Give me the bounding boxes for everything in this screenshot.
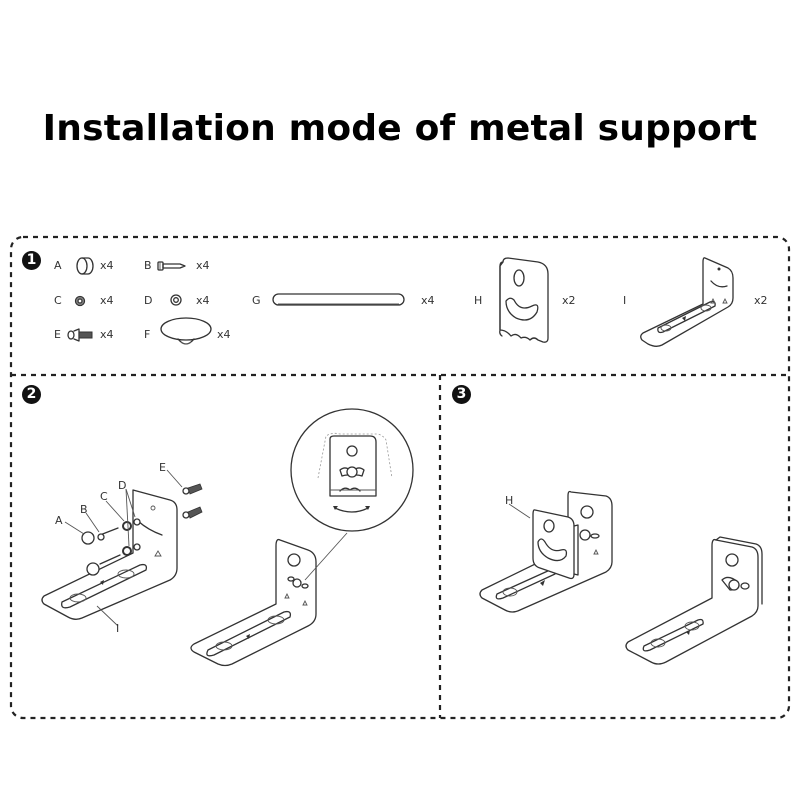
part-d-label: D bbox=[144, 294, 153, 307]
step-1-badge: 1 bbox=[22, 251, 41, 270]
part-d-qty: x4 bbox=[196, 294, 210, 307]
part-b-icon bbox=[157, 261, 186, 271]
part-h-label: H bbox=[474, 294, 483, 307]
step2-assembled-bracket bbox=[190, 538, 317, 667]
part-i-label: I bbox=[623, 294, 627, 307]
step2-callout-d: D bbox=[118, 479, 127, 492]
part-g-icon bbox=[272, 293, 405, 306]
part-a-qty: x4 bbox=[100, 259, 114, 272]
part-d-icon bbox=[170, 294, 182, 306]
part-i-icon bbox=[640, 257, 734, 347]
step2-callout-c: C bbox=[100, 490, 108, 503]
outer-frame bbox=[9, 235, 791, 720]
part-f-qty: x4 bbox=[217, 328, 231, 341]
part-e-qty: x4 bbox=[100, 328, 114, 341]
part-h-qty: x2 bbox=[562, 294, 576, 307]
part-a-icon bbox=[76, 257, 94, 275]
step3-callout-h: H bbox=[505, 494, 514, 507]
step2-callout-b: B bbox=[80, 503, 88, 516]
part-b-label: B bbox=[144, 259, 152, 272]
step2-callout-e: E bbox=[159, 461, 166, 474]
part-g-qty: x4 bbox=[421, 294, 435, 307]
step2-bolt-e-1 bbox=[182, 483, 203, 495]
part-a-label: A bbox=[54, 259, 62, 272]
part-h-icon bbox=[499, 257, 549, 343]
part-c-label: C bbox=[54, 294, 62, 307]
step2-exploded-bracket bbox=[41, 469, 203, 627]
part-c-qty: x4 bbox=[100, 294, 114, 307]
part-e-icon bbox=[67, 328, 93, 342]
part-i-qty: x2 bbox=[754, 294, 768, 307]
step2-bolt-e-2 bbox=[182, 506, 203, 519]
page-title: Installation mode of metal support bbox=[42, 108, 758, 149]
step3-assembled-bracket bbox=[625, 536, 763, 665]
part-e-label: E bbox=[54, 328, 61, 341]
part-b-qty: x4 bbox=[196, 259, 210, 272]
part-f-label: F bbox=[144, 328, 151, 341]
step2-callout-a: A bbox=[55, 514, 63, 527]
part-g-label: G bbox=[252, 294, 261, 307]
step-3-badge: 3 bbox=[452, 385, 471, 404]
step3-bracket-with-plate bbox=[479, 490, 613, 613]
step2-callout-i: I bbox=[116, 622, 120, 635]
part-f-icon bbox=[160, 317, 212, 345]
part-c-icon bbox=[74, 295, 86, 307]
step-2-badge: 2 bbox=[22, 385, 41, 404]
step2-detail-magnifier bbox=[290, 408, 414, 581]
